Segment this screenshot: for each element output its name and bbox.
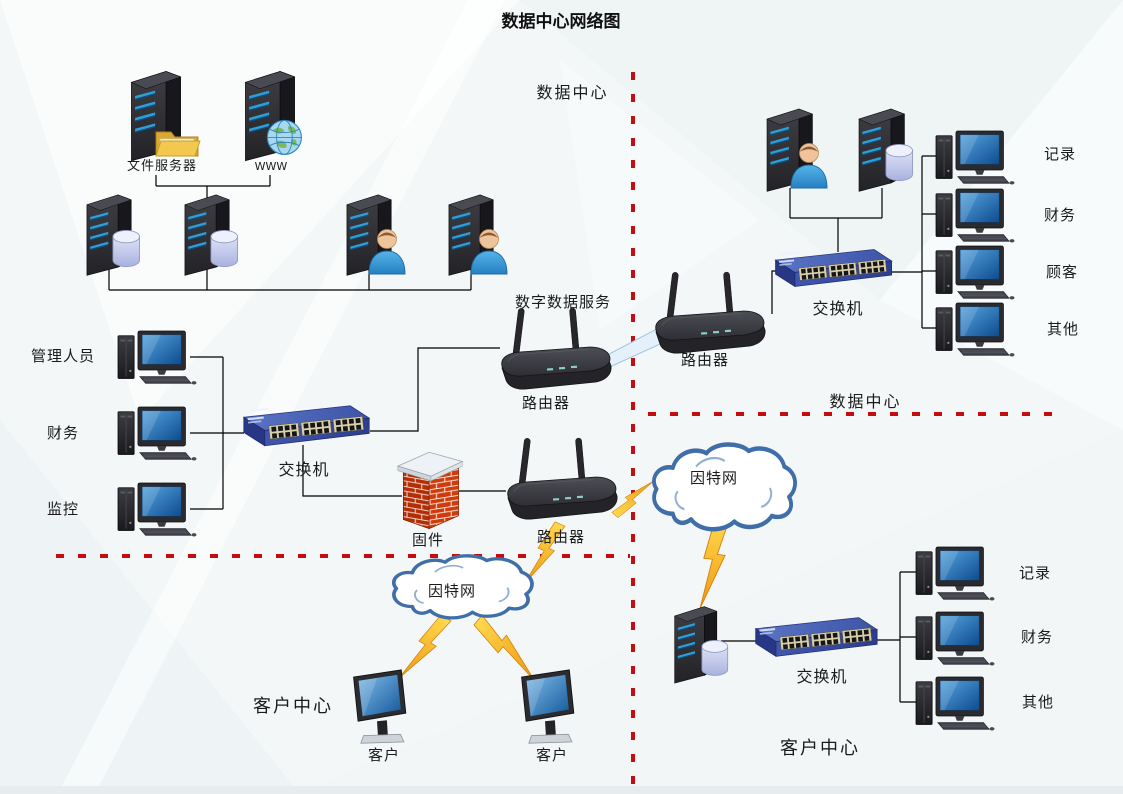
label-dds-router: 路由器 bbox=[521, 394, 570, 412]
desktop-computer-icon bbox=[935, 188, 1015, 243]
label-workstation-finance: 财务 bbox=[46, 424, 79, 442]
label-firewall: 固件 bbox=[411, 531, 444, 549]
database-cylinder-icon bbox=[701, 640, 729, 676]
label-edge-router: 路由器 bbox=[536, 528, 585, 546]
desktop-computer-icon bbox=[117, 406, 197, 461]
zone-label-data-center-right: 数据中心 bbox=[829, 392, 902, 411]
database-cylinder-icon bbox=[210, 230, 238, 268]
label-workstation-monitoring: 监控 bbox=[46, 500, 79, 518]
terminal-node-finance-bottom[interactable] bbox=[915, 611, 995, 666]
wire bbox=[155, 175, 271, 198]
database-cylinder-icon bbox=[112, 230, 140, 268]
wire bbox=[190, 356, 244, 510]
terminal-node-customer-top[interactable] bbox=[935, 245, 1015, 300]
desktop-computer-icon bbox=[117, 330, 197, 385]
wire bbox=[302, 445, 402, 497]
label-client-2: 客户 bbox=[535, 746, 568, 764]
desktop-computer-icon bbox=[915, 611, 995, 666]
dc-db-server-node[interactable] bbox=[858, 108, 913, 192]
label-terminal-records-bottom: 记录 bbox=[1018, 564, 1051, 582]
www-server-node[interactable] bbox=[245, 71, 302, 162]
label-terminal-other-bottom: 其他 bbox=[1021, 693, 1054, 711]
firewall-node[interactable] bbox=[397, 451, 463, 530]
desktop-computer-icon bbox=[935, 130, 1015, 185]
label-client-1: 客户 bbox=[367, 746, 400, 764]
desktop-computer-icon bbox=[935, 245, 1015, 300]
zone-label-customer-center-left: 客户中心 bbox=[253, 696, 333, 717]
label-file-server: 文件服务器 bbox=[126, 159, 197, 174]
desktop-computer-icon bbox=[915, 546, 995, 601]
desktop-computer-icon bbox=[117, 482, 197, 537]
zone-label-data-center-top: 数据中心 bbox=[536, 83, 609, 102]
wire bbox=[892, 155, 938, 329]
firewall-icon bbox=[397, 451, 463, 530]
terminal-node-records-bottom[interactable] bbox=[915, 546, 995, 601]
zone-label-customer-center-right: 客户中心 bbox=[780, 738, 860, 759]
terminal-node-records-top[interactable] bbox=[935, 130, 1015, 185]
desktop-computer-icon bbox=[935, 302, 1015, 357]
label-terminal-finance-top: 财务 bbox=[1043, 206, 1076, 224]
label-internet-left: 因特网 bbox=[427, 582, 476, 600]
label-workstation-admin: 管理人员 bbox=[30, 347, 95, 365]
label-internet-right: 因特网 bbox=[689, 469, 738, 487]
page-title: 数据中心网络图 bbox=[501, 12, 621, 32]
desktop-computer-icon bbox=[915, 676, 995, 731]
label-terminal-other-top: 其他 bbox=[1046, 320, 1079, 338]
terminal-node-other-top[interactable] bbox=[935, 302, 1015, 357]
label-dc-router: 路由器 bbox=[680, 351, 729, 369]
label-dds-caption: 数字数据服务 bbox=[514, 293, 611, 311]
wire bbox=[789, 188, 883, 252]
wire bbox=[370, 347, 500, 432]
label-terminal-finance-bottom: 财务 bbox=[1020, 628, 1053, 646]
wire bbox=[721, 571, 918, 703]
label-switch-left: 交换机 bbox=[278, 460, 330, 479]
admin-workstation-node[interactable] bbox=[117, 330, 197, 385]
label-switch-right-top: 交换机 bbox=[812, 299, 864, 318]
terminal-node-finance-top[interactable] bbox=[935, 188, 1015, 243]
monitoring-workstation-node[interactable] bbox=[117, 482, 197, 537]
terminal-node-other-bottom[interactable] bbox=[915, 676, 995, 731]
label-switch-right-bottom: 交换机 bbox=[796, 667, 848, 686]
globe-icon bbox=[266, 119, 302, 155]
finance-workstation-node[interactable] bbox=[117, 406, 197, 461]
label-terminal-customer-top: 顾客 bbox=[1045, 263, 1078, 281]
connector-lines bbox=[108, 155, 938, 703]
label-terminal-records-top: 记录 bbox=[1043, 145, 1076, 163]
label-www-server: WWW bbox=[254, 160, 288, 173]
database-cylinder-icon bbox=[885, 144, 913, 182]
